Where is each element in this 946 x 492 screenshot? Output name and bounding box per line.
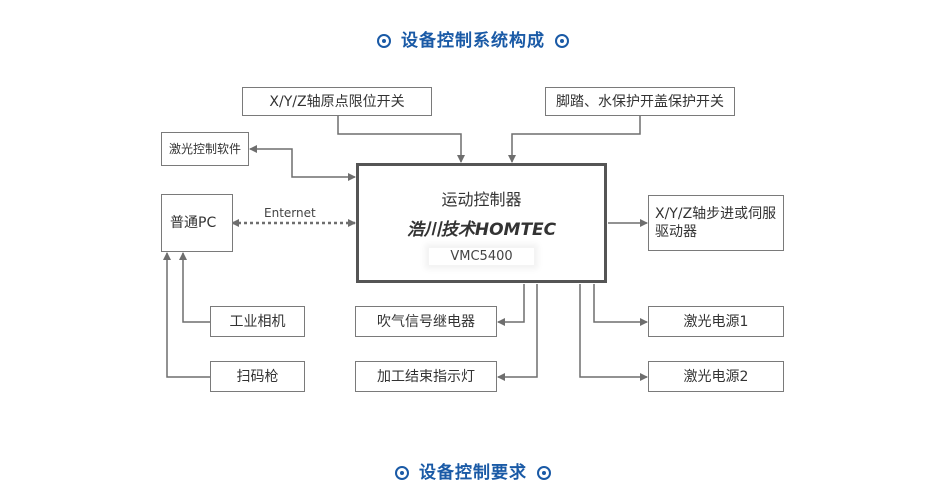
servo-driver-label: X/Y/Z轴步进或伺服驱动器: [655, 206, 777, 240]
limit-switch-label: X/Y/Z轴原点限位开关: [269, 93, 405, 110]
ethernet-label: Enternet: [264, 206, 316, 220]
limit-switch-box: X/Y/Z轴原点限位开关: [242, 87, 432, 116]
line-camera: [179, 252, 210, 323]
pedal-switch-box: 脚踏、水保护开盖保护开关: [545, 87, 735, 116]
line-laser-software: [249, 145, 356, 181]
blow-relay-label: 吹气信号继电器: [377, 313, 475, 330]
line-blow-relay: [497, 284, 525, 326]
blow-relay-box: 吹气信号继电器: [355, 306, 497, 337]
controller-brand: 浩川技术HOMTEC: [406, 220, 557, 240]
target-icon: [537, 466, 551, 480]
pc-label: 普通PC: [170, 215, 217, 231]
line-laser-power2: [579, 284, 648, 381]
laser-software-label: 激光控制软件: [168, 142, 241, 156]
target-icon: [555, 34, 569, 48]
system-composition-title-text: 设备控制系统构成: [401, 31, 545, 51]
camera-box: 工业相机: [210, 306, 305, 337]
line-laser-power1: [593, 284, 648, 326]
laser-power2-label: 激光电源2: [683, 368, 749, 385]
finish-light-box: 加工结束指示灯: [355, 361, 497, 392]
controller-name: 运动控制器: [441, 190, 522, 209]
laser-power2-box: 激光电源2: [648, 361, 784, 392]
system-composition-title: 设备控制系统构成: [0, 26, 946, 51]
scanner-label: 扫码枪: [236, 368, 279, 385]
motion-controller-box: 运动控制器 浩川技术HOMTEC VMC5400: [356, 163, 607, 283]
finish-light-label: 加工结束指示灯: [377, 368, 475, 385]
target-icon: [395, 466, 409, 480]
line-finish-light: [497, 284, 538, 381]
pedal-switch-label: 脚踏、水保护开盖保护开关: [556, 93, 724, 110]
control-requirements-title: 设备控制要求: [0, 458, 946, 483]
line-scanner: [163, 252, 210, 378]
line-pedal: [508, 115, 641, 163]
line-limit-switch: [337, 115, 465, 163]
camera-label: 工业相机: [229, 313, 286, 330]
pc-box: 普通PC: [161, 194, 233, 252]
laser-software-box: 激光控制软件: [161, 132, 249, 166]
servo-driver-box: X/Y/Z轴步进或伺服驱动器: [648, 195, 784, 251]
control-requirements-title-text: 设备控制要求: [419, 463, 527, 483]
controller-model: VMC5400: [429, 248, 534, 265]
laser-power1-label: 激光电源1: [683, 313, 749, 330]
scanner-box: 扫码枪: [210, 361, 305, 392]
laser-power1-box: 激光电源1: [648, 306, 784, 337]
target-icon: [377, 34, 391, 48]
